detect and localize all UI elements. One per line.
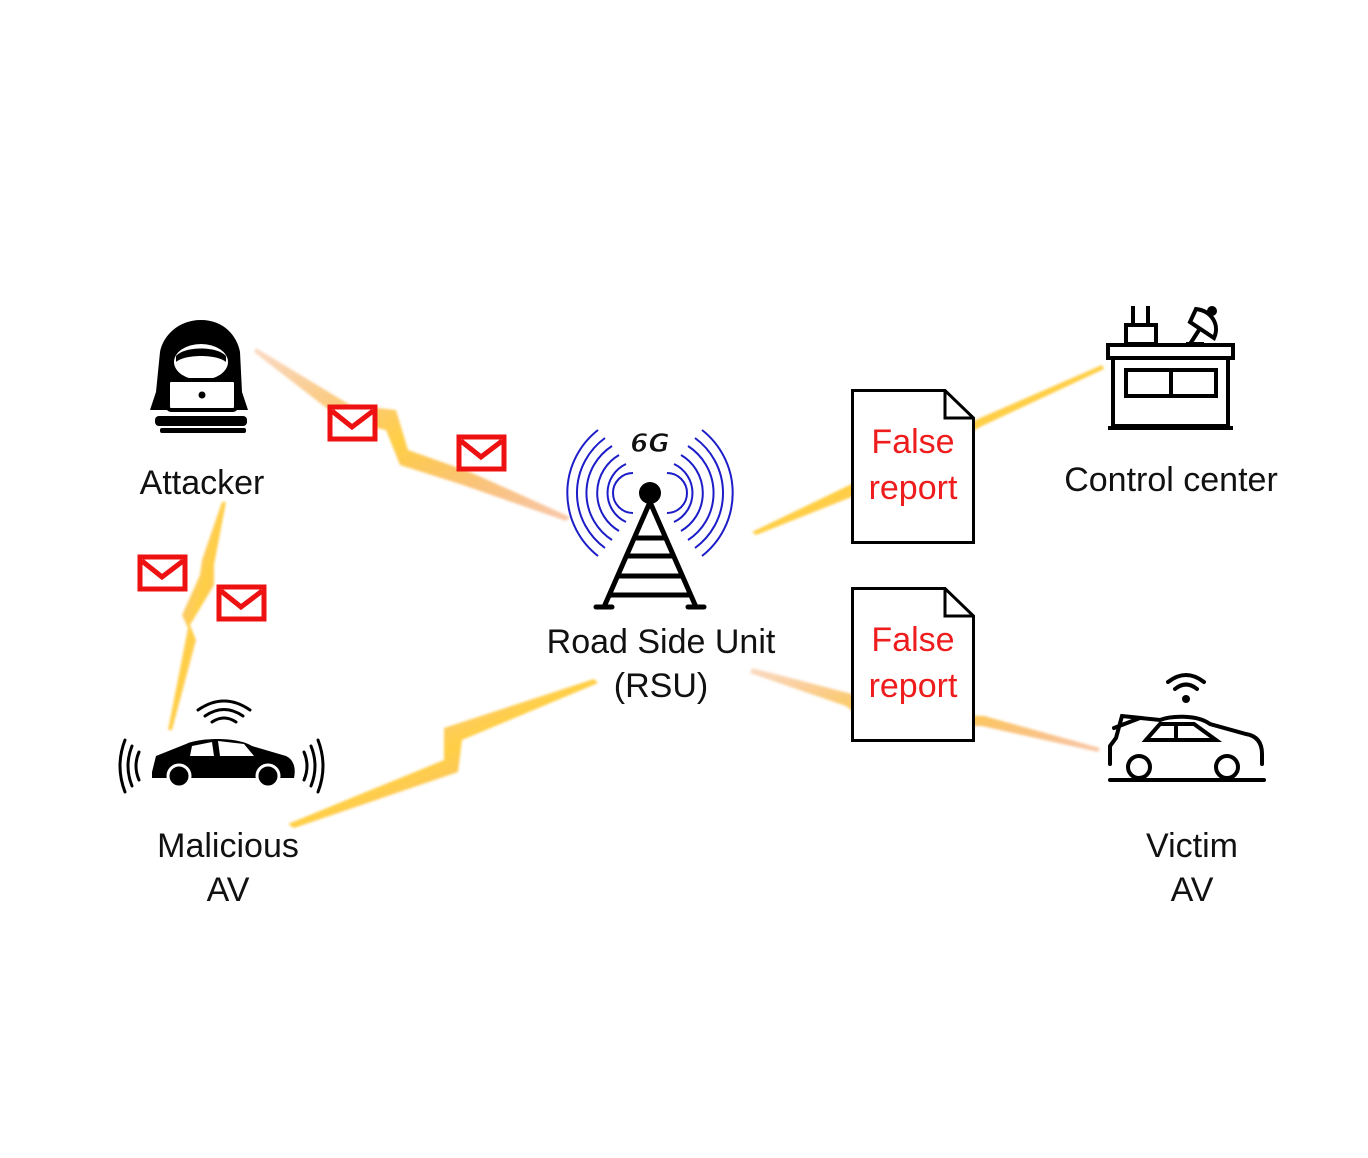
envelope-icon xyxy=(327,404,378,442)
victim-av-label: Victim AV xyxy=(1092,824,1292,912)
document-icon xyxy=(851,587,975,742)
envelope-icon xyxy=(216,584,267,622)
rsu-label-line1: Road Side Unit xyxy=(546,623,776,661)
antenna-tower-icon xyxy=(566,429,734,610)
car-wifi-icon xyxy=(1108,673,1266,782)
malicious-av-label: Malicious AV xyxy=(118,824,338,912)
rsu-label-line2: (RSU) xyxy=(613,667,709,705)
report-text-line1: False xyxy=(871,423,955,461)
false-report-document: False report xyxy=(851,587,975,742)
attacker-label: Attacker xyxy=(139,464,265,502)
link-attacker-rsu xyxy=(254,348,570,521)
envelope-icon xyxy=(137,554,188,592)
link-attacker-malicious-av xyxy=(168,502,226,730)
report-text-line2: report xyxy=(868,667,958,705)
rsu-badge: 6G xyxy=(630,429,669,459)
victim-av-label-line2: AV xyxy=(1170,871,1214,909)
malicious-av-label-line1: Malicious xyxy=(157,827,299,865)
envelope-icon xyxy=(456,434,507,472)
link-malicious-av-rsu xyxy=(288,679,598,828)
hacker-icon xyxy=(150,320,248,433)
link-rsu-victim-av xyxy=(750,668,1100,752)
rsu-label: Road Side Unit (RSU) xyxy=(511,620,811,708)
report-text-line1: False xyxy=(871,621,955,659)
car-broadcast-icon xyxy=(118,699,325,794)
malicious-av-label-line2: AV xyxy=(206,871,250,909)
building-satellite-icon xyxy=(1106,306,1235,430)
false-report-document: False report xyxy=(851,389,975,544)
control-center-label: Control center xyxy=(1064,461,1278,499)
document-icon xyxy=(851,389,975,544)
report-text-line2: report xyxy=(868,469,958,507)
victim-av-label-line1: Victim xyxy=(1146,827,1238,865)
